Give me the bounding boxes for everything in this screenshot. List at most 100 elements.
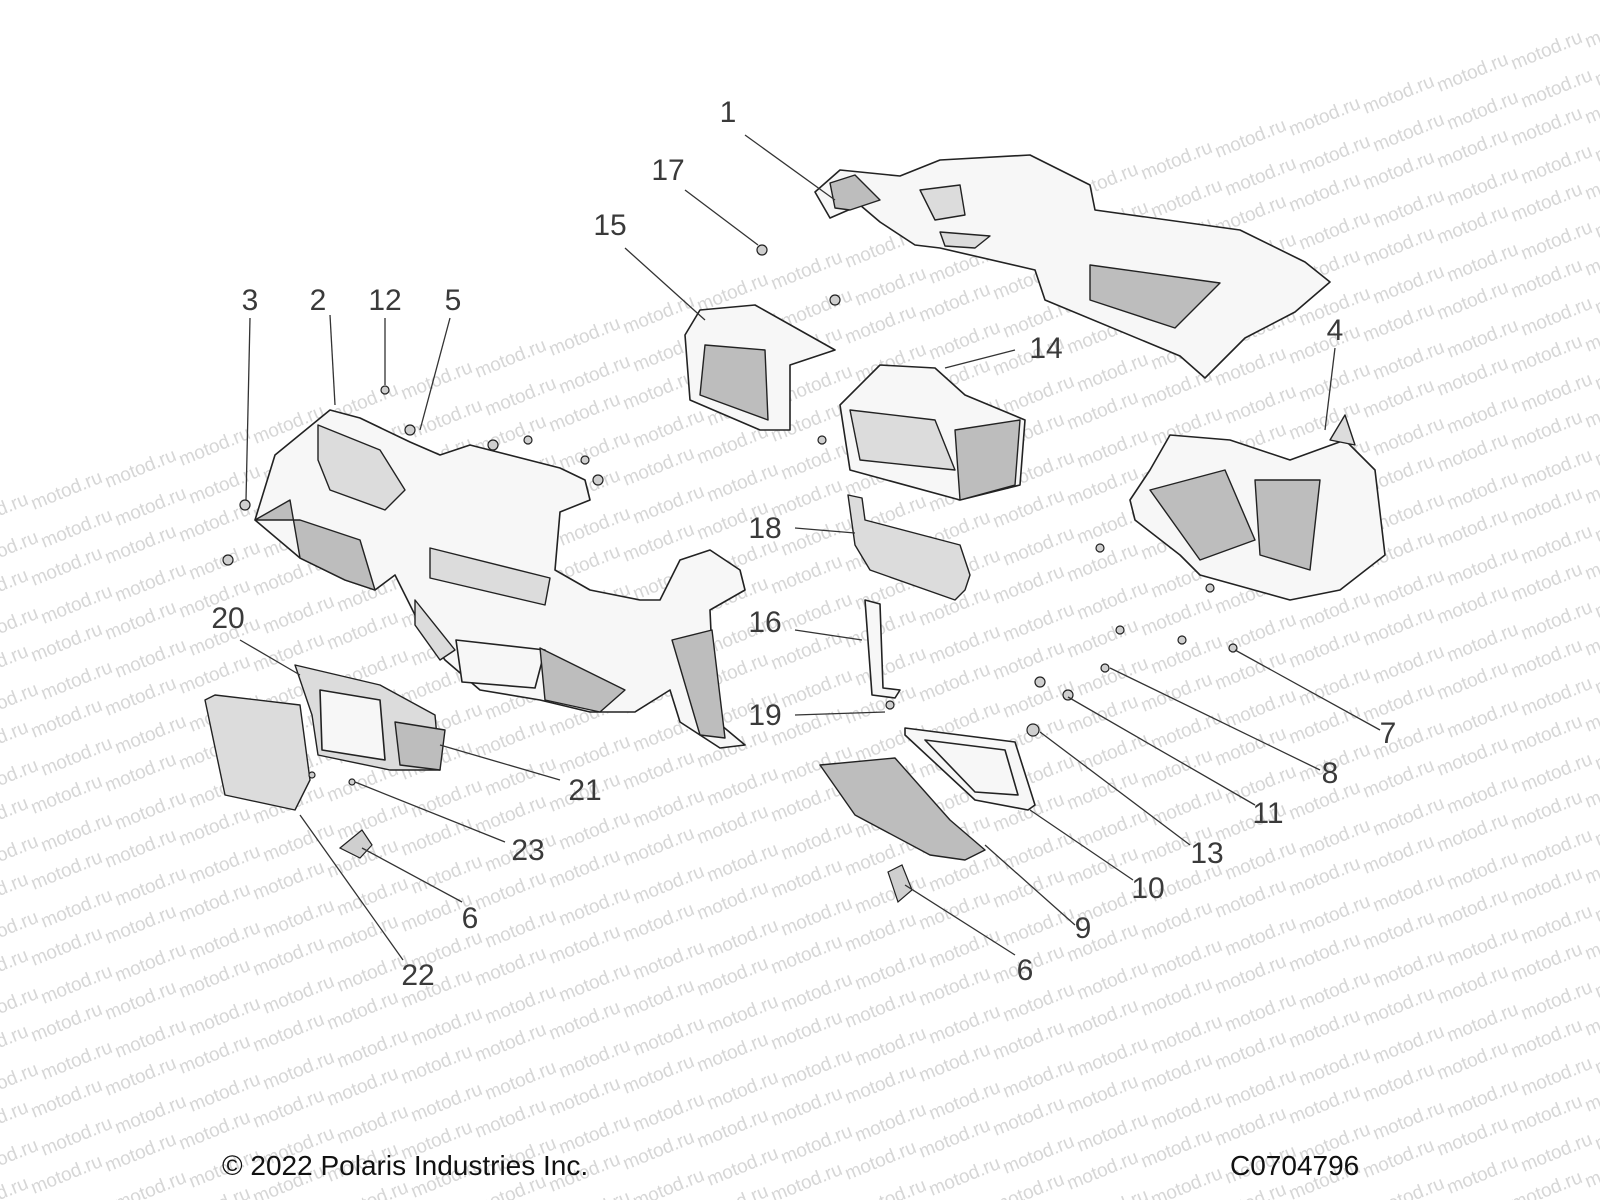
watermark-text: motod.ru: [1212, 875, 1289, 923]
watermark-text: motod.ru: [556, 959, 633, 1007]
watermark-text: motod.ru: [1508, 1091, 1585, 1139]
watermark-text: motod.ru: [1508, 711, 1585, 759]
leader-line-8: [1109, 667, 1321, 771]
watermark-text: motod.ru: [1074, 729, 1151, 777]
watermark-text: motod.ru: [546, 921, 623, 969]
callout-22: 22: [401, 959, 434, 992]
diagram-id: C0704796: [1230, 1150, 1360, 1181]
watermark-text: motod.ru: [1296, 891, 1373, 939]
watermark-text: motod.ru: [1444, 391, 1521, 439]
watermark-text: motod.ru: [1444, 543, 1521, 591]
watermark-text: motod.ru: [102, 901, 179, 949]
watermark-text: motod.ru: [1434, 353, 1511, 401]
watermark-text: motod.ru: [176, 651, 253, 699]
watermark-text: motod.ru: [1508, 103, 1585, 151]
watermark-text: motod.ru: [1370, 945, 1447, 993]
watermark-text: motod.ru: [1138, 1049, 1215, 1097]
watermark-text: motod.ru: [324, 987, 401, 1035]
watermark-text: motod.ru: [186, 993, 263, 1041]
watermark-text: motod.ru: [1518, 65, 1595, 113]
part-1-upper-dash-cover: [814, 154, 1331, 379]
watermark-text: motod.ru: [1434, 49, 1511, 97]
watermark-text: motod.ru: [694, 1105, 771, 1153]
watermark-text: motod.ru: [1064, 387, 1141, 435]
watermark-text: motod.ru: [1074, 349, 1151, 397]
watermark-text: motod.ru: [1508, 407, 1585, 455]
watermark-text: motod.ru: [112, 1015, 189, 1063]
leader-line-16: [794, 629, 863, 641]
watermark-text: motod.ru: [1222, 913, 1299, 961]
watermark-text: motod.ru: [1370, 641, 1447, 689]
watermark-text: motod.ru: [630, 1013, 707, 1061]
watermark-text: motod.ru: [1370, 1173, 1447, 1200]
watermark-text: motod.ru: [38, 581, 115, 629]
watermark-text: motod.ru: [1212, 647, 1289, 695]
watermark-text: motod.ru: [324, 607, 401, 655]
watermark-text: motod.ru: [482, 373, 559, 421]
leader-line-15: [624, 247, 706, 321]
watermark-text: motod.ru: [260, 819, 337, 867]
watermark-text: motod.ru: [28, 695, 105, 743]
watermark-text: motod.ru: [334, 1025, 411, 1073]
watermark-text: motod.ru: [102, 977, 179, 1025]
watermark-text: motod.ru: [112, 787, 189, 835]
watermark-text: motod.ru: [990, 1093, 1067, 1141]
watermark-text: motod.ru: [1286, 853, 1363, 901]
watermark-text: motod.ru: [1518, 673, 1595, 721]
watermark-text: motod.ru: [1148, 783, 1225, 831]
part-9-lower-cover: [819, 757, 986, 861]
leader-line-19: [794, 711, 886, 716]
watermark-text: motod.ru: [324, 911, 401, 959]
watermark-text: motod.ru: [1360, 1059, 1437, 1107]
callout-9: 9: [1075, 912, 1092, 945]
watermark-text: motod.ru: [1518, 749, 1595, 797]
watermark-text: motod.ru: [1000, 523, 1077, 571]
watermark-text: motod.ru: [778, 817, 855, 865]
watermark-text: motod.ru: [852, 947, 929, 995]
watermark-text: motod.ru: [556, 883, 633, 931]
leader-line-5: [419, 317, 451, 431]
watermark-text: motod.ru: [408, 851, 485, 899]
part-2-main-dash-panel: [254, 409, 746, 749]
watermark-text: motod.ru: [842, 985, 919, 1033]
watermark-text: motod.ru: [1296, 815, 1373, 863]
watermark-text: motod.ru: [556, 731, 633, 779]
watermark-text: motod.ru: [1212, 1103, 1289, 1151]
watermark-text: motod.ru: [1434, 429, 1511, 477]
watermark-text: motod.ru: [1370, 565, 1447, 613]
watermark-text: motod.ru: [694, 1029, 771, 1077]
watermark-text: motod.ru: [176, 1107, 253, 1155]
watermark-text: motod.ru: [546, 1073, 623, 1121]
watermark-text: motod.ru: [1360, 755, 1437, 803]
watermark-text: motod.ru: [1434, 657, 1511, 705]
leader-line-7: [1234, 649, 1381, 731]
watermark-text: motod.ru: [842, 909, 919, 957]
watermark-text: motod.ru: [842, 301, 919, 349]
watermark-text: motod.ru: [1508, 483, 1585, 531]
part-14-storage-bin: [839, 364, 1026, 501]
watermark-text: motod.ru: [1074, 957, 1151, 1005]
copyright-text: © 2022 Polaris Industries Inc.: [222, 1150, 589, 1181]
watermark-text: motod.ru: [398, 1041, 475, 1089]
watermark-text: motod.ru: [28, 467, 105, 515]
watermark-text: motod.ru: [1286, 1081, 1363, 1129]
watermark-text: motod.ru: [546, 389, 623, 437]
watermark-text: motod.ru: [1222, 837, 1299, 885]
watermark-text: motod.ru: [768, 1159, 845, 1200]
watermark-text: motod.ru: [472, 1095, 549, 1143]
watermark-text: motod.ru: [38, 961, 115, 1009]
watermark-text: motod.ru: [704, 763, 781, 811]
watermark-text: motod.ru: [1518, 293, 1595, 341]
watermark-text: motod.ru: [28, 847, 105, 895]
watermark-text: motod.ru: [1286, 321, 1363, 369]
watermark-text: motod.ru: [176, 803, 253, 851]
callout-1: 1: [720, 96, 737, 129]
watermark-text: motod.ru: [260, 1047, 337, 1095]
watermark-text: motod.ru: [1518, 217, 1595, 265]
watermark-text: motod.ru: [250, 933, 327, 981]
watermark-text: motod.ru: [990, 561, 1067, 609]
watermark-text: motod.ru: [398, 813, 475, 861]
watermark-text: motod.ru: [38, 1113, 115, 1161]
leader-line-13: [1039, 731, 1191, 846]
